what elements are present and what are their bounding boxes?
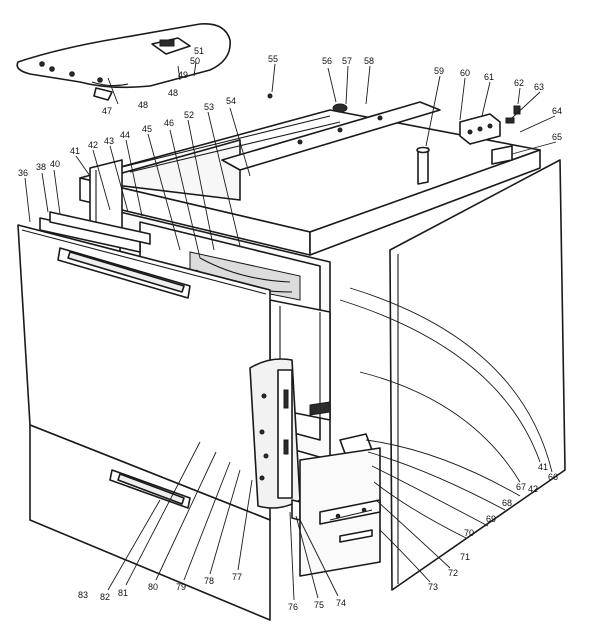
callout-59: 59 (434, 66, 444, 76)
callout-80: 80 (148, 582, 158, 592)
callout-44: 44 (120, 130, 130, 140)
callout-49: 49 (178, 70, 188, 80)
cooktop-frame (79, 93, 541, 256)
callout-42: 42 (528, 484, 538, 494)
top-cover-plate (16, 23, 231, 101)
callout-52: 52 (184, 110, 194, 120)
callout-38: 38 (36, 162, 46, 172)
callout-53: 53 (204, 102, 214, 112)
callout-81: 81 (118, 588, 128, 598)
callout-67: 67 (516, 482, 526, 492)
callout-62: 62 (514, 78, 524, 88)
callout-46: 46 (164, 118, 174, 128)
callout-56: 56 (322, 56, 332, 66)
callout-76: 76 (288, 602, 298, 612)
callout-68: 68 (502, 498, 512, 508)
callout-61: 61 (484, 72, 494, 82)
callout-45: 45 (142, 124, 152, 134)
callout-75: 75 (314, 600, 324, 610)
callout-64: 64 (552, 106, 562, 116)
callout-71: 71 (460, 552, 470, 562)
callout-42: 42 (88, 140, 98, 150)
callout-82: 82 (100, 592, 110, 602)
callout-72: 72 (448, 568, 458, 578)
callout-77: 77 (232, 572, 242, 582)
callout-43: 43 (104, 136, 114, 146)
callout-55: 55 (268, 54, 278, 64)
storage-drawer (29, 424, 271, 621)
door-inner-panel (39, 211, 151, 253)
drawer-slide (299, 447, 381, 577)
callout-83: 83 (78, 590, 88, 600)
callout-70: 70 (464, 528, 474, 538)
callout-74: 74 (336, 598, 346, 608)
callout-73: 73 (428, 582, 438, 592)
callout-60: 60 (460, 68, 470, 78)
callout-51: 51 (194, 46, 204, 56)
hinge-assembly (249, 358, 301, 521)
callout-66: 66 (548, 472, 558, 482)
callout-labels: 36 38 40 41 42 43 44 45 46 47 48 48 49 5… (18, 46, 562, 612)
callout-79: 79 (176, 582, 186, 592)
callout-48: 48 (168, 88, 178, 98)
callout-36: 36 (18, 168, 28, 178)
callout-63: 63 (534, 82, 544, 92)
right-side-panel (389, 159, 566, 591)
callout-50: 50 (190, 56, 200, 66)
callout-41: 41 (538, 462, 548, 472)
callout-40: 40 (50, 159, 60, 169)
callout-47: 47 (102, 106, 112, 116)
leader-lines (24, 61, 557, 601)
callout-41: 41 (70, 146, 80, 156)
callout-58: 58 (364, 56, 374, 66)
callout-65: 65 (552, 132, 562, 142)
callout-78: 78 (204, 576, 214, 586)
callout-54: 54 (226, 96, 236, 106)
callout-48: 48 (138, 100, 148, 110)
callout-57: 57 (342, 56, 352, 66)
callout-69: 69 (486, 514, 496, 524)
